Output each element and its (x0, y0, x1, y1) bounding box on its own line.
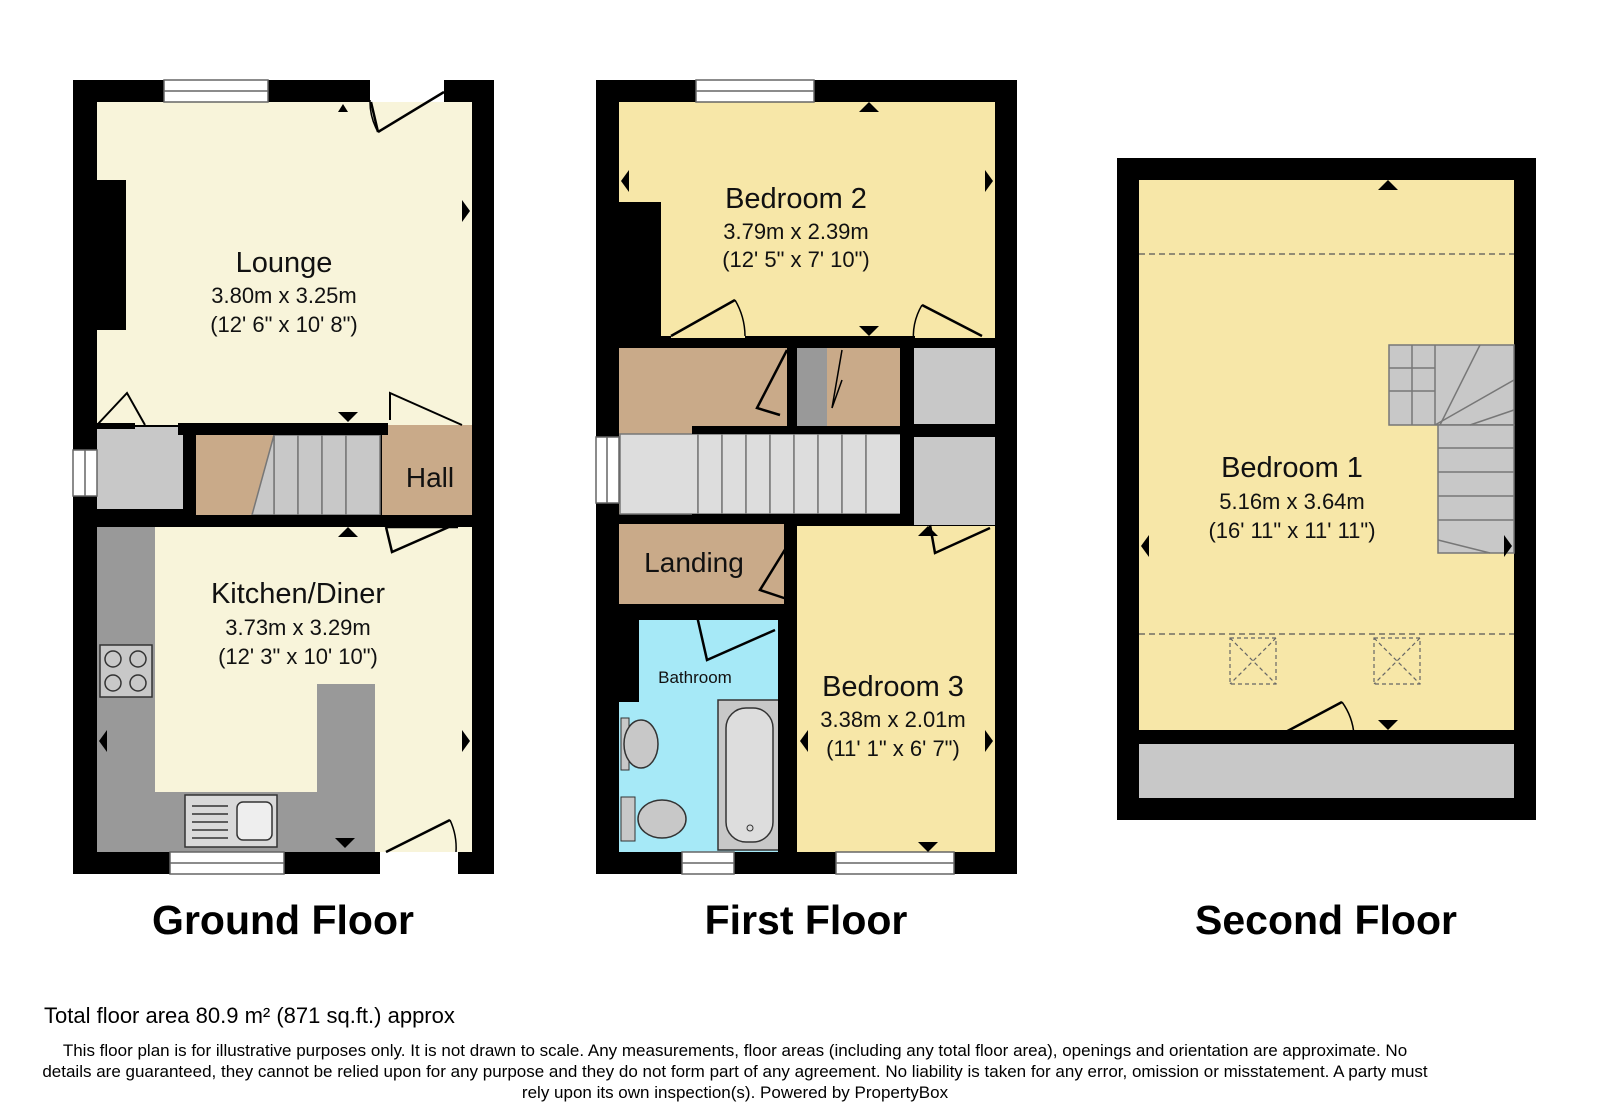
landing-name: Landing (644, 547, 744, 578)
lounge-name: Lounge (236, 247, 333, 279)
second-floor-label: Second Floor (1195, 897, 1457, 943)
ground-doors (96, 80, 463, 874)
bedroom1-name: Bedroom 1 (1221, 452, 1363, 484)
bath-icon (717, 699, 781, 851)
bathroom-boxing (619, 620, 639, 702)
bedroom3-name: Bedroom 3 (822, 671, 964, 703)
disclaimer-text: This floor plan is for illustrative purp… (42, 1041, 1428, 1102)
bathroom-name: Bathroom (658, 668, 732, 687)
ground-arrows (99, 104, 470, 848)
kitchen-name: Kitchen/Diner (211, 578, 385, 610)
first-cupboard-bottom (914, 437, 995, 525)
eaves-lines (1139, 253, 1514, 635)
bedroom1-imperial: (16' 11" x 11' 11") (1208, 518, 1375, 543)
total-floor-area: Total floor area 80.9 m² (871 sq.ft.) ap… (44, 1003, 455, 1028)
first-arrows (621, 102, 993, 852)
chimney-breast (97, 180, 126, 330)
lounge-metric: 3.80m x 3.25m (211, 283, 357, 308)
landing-upper (619, 348, 787, 428)
lounge-area (97, 102, 472, 425)
first-floor-label: First Floor (705, 897, 908, 943)
second-stairs (1388, 344, 1515, 554)
eaves-storage (1139, 744, 1514, 798)
hall-area (382, 425, 472, 515)
bedroom2-imperial: (12' 5" x 7' 10") (722, 247, 870, 272)
first-chimney (619, 202, 661, 338)
kitchen-metric: 3.73m x 3.29m (225, 615, 371, 640)
first-windows (595, 79, 955, 875)
stair-cupboard-steps (797, 348, 827, 426)
hob-icon (99, 644, 153, 698)
ground-floor-plan: Lounge 3.80m x 3.25m (12' 6" x 10' 8") H… (72, 79, 494, 943)
bedroom3-imperial: (11' 1" x 6' 7") (826, 736, 960, 761)
second-interior-walls (1139, 730, 1514, 744)
first-floor-plan: Bedroom 2 3.79m x 2.39m (12' 5" x 7' 10"… (595, 79, 1331, 943)
ground-floor-label: Ground Floor (152, 897, 414, 943)
hall-name: Hall (406, 462, 454, 493)
bedroom3-area (797, 526, 995, 852)
understairs-cupboard (97, 427, 183, 509)
toilet-icon (620, 796, 687, 842)
first-stairs (619, 433, 903, 515)
ground-interior-walls (97, 423, 472, 527)
lounge-imperial: (12' 6" x 10' 8") (210, 312, 358, 337)
bedroom1-metric: 5.16m x 3.64m (1219, 489, 1365, 514)
bedroom2-area (619, 102, 995, 338)
ground-stairs (251, 434, 381, 516)
second-door (1279, 700, 1355, 737)
first-interior-walls (619, 336, 995, 852)
bedroom3-metric: 3.38m x 2.01m (820, 707, 966, 732)
sink-icon (184, 794, 278, 848)
ground-windows (72, 79, 285, 875)
first-cupboard-top (914, 348, 995, 426)
bedroom2-metric: 3.79m x 2.39m (723, 219, 869, 244)
bedroom2-name: Bedroom 2 (725, 183, 867, 215)
second-arrows (1141, 180, 1512, 730)
kitchen-imperial: (12' 3" x 10' 10") (218, 644, 378, 669)
basin-icon (620, 717, 659, 771)
second-floor-plan: Bedroom 1 5.16m x 3.64m (16' 11" x 11' 1… (1117, 158, 1536, 943)
first-doors (670, 298, 1331, 735)
rooflight-icons (1229, 637, 1421, 685)
